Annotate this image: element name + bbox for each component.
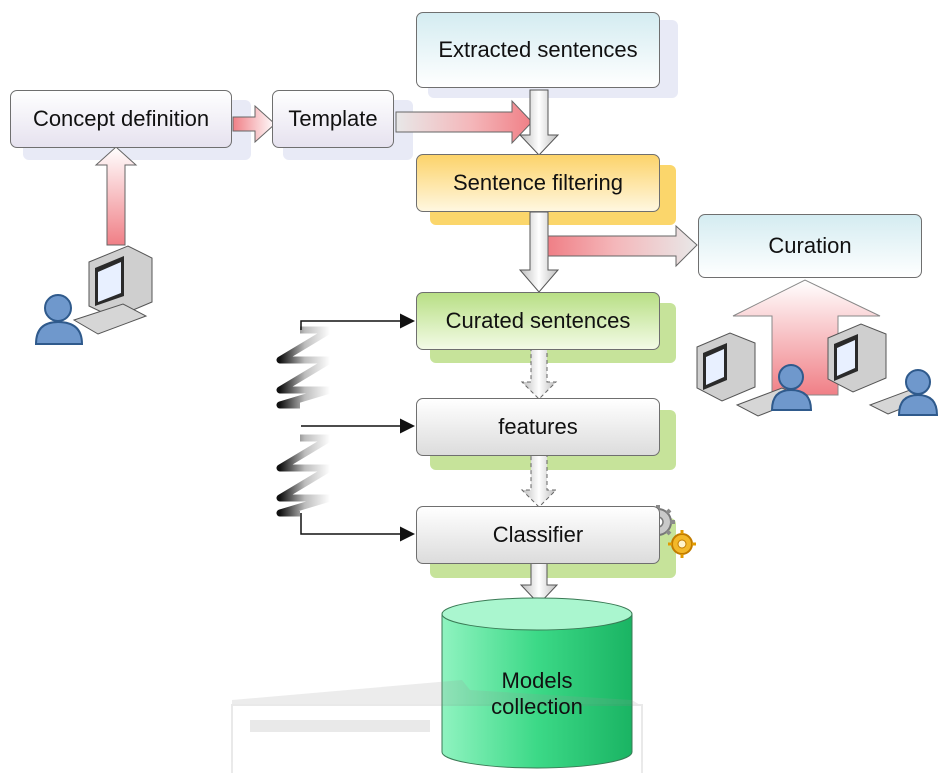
- extracted-sentences-box: Extracted sentences: [416, 12, 660, 88]
- extracted-sentences-label: Extracted sentences: [438, 37, 638, 62]
- sentence-filtering-box: Sentence filtering: [416, 154, 660, 212]
- arrow-template-main: [395, 99, 533, 145]
- sentence-filtering-label: Sentence filtering: [453, 170, 623, 195]
- watermark-building: [231, 680, 643, 773]
- user-computer-left: [34, 245, 153, 345]
- concept-definition-label: Concept definition: [32, 106, 210, 131]
- curated-sentences-box: Curated sentences: [416, 292, 660, 350]
- spring-top: [276, 326, 334, 409]
- classifier-label: Classifier: [492, 522, 584, 547]
- spring-bottom: [276, 434, 334, 517]
- connector-curated: [300, 313, 415, 330]
- arrow-features-classifier: [520, 454, 558, 508]
- arrow-curated-features: [520, 347, 558, 400]
- template-box: Template: [272, 90, 394, 148]
- features-label: features: [498, 414, 578, 439]
- models-collection-line2: collection: [491, 694, 583, 719]
- connector-classifier: [300, 513, 415, 542]
- arrow-classifier-models: [519, 562, 559, 605]
- arrow-extracted-filtering: [518, 89, 560, 156]
- models-collection-label: Models collection: [437, 668, 637, 720]
- arrow-user-concept: [94, 146, 138, 246]
- models-collection-cylinder: [441, 597, 633, 769]
- curation-label: Curation: [768, 233, 852, 258]
- arrow-concept-template: [232, 104, 276, 144]
- classifier-box: Classifier: [416, 506, 660, 564]
- features-box: features: [416, 398, 660, 456]
- curated-sentences-label: Curated sentences: [445, 308, 631, 333]
- arrow-filtering-curated: [518, 211, 560, 293]
- models-collection-line1: Models: [501, 668, 573, 693]
- curation-box: Curation: [698, 214, 922, 278]
- template-label: Template: [288, 106, 378, 131]
- user-computer-right-1: [696, 332, 813, 417]
- concept-definition-box: Concept definition: [10, 90, 232, 148]
- arrow-curation-main: [547, 224, 698, 268]
- user-computer-right-2: [827, 323, 938, 416]
